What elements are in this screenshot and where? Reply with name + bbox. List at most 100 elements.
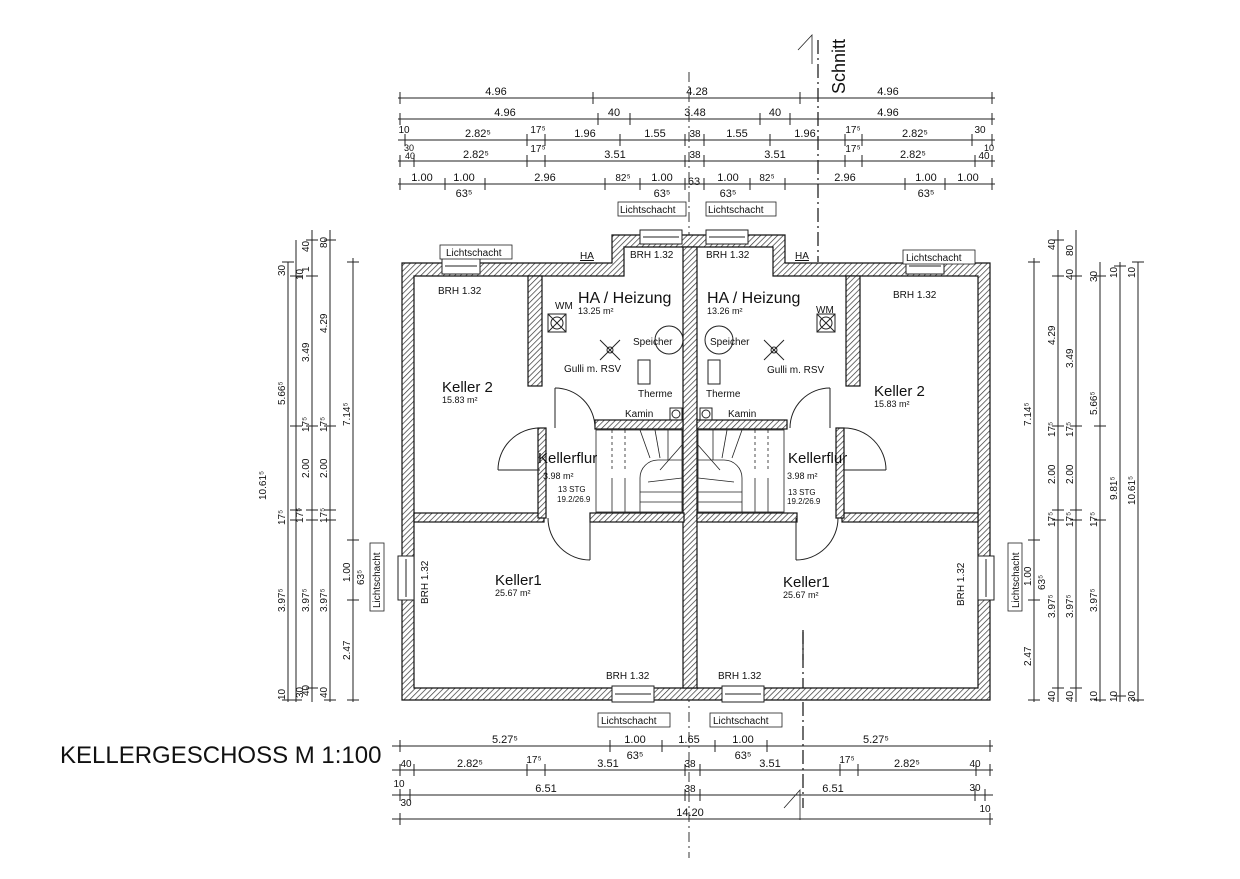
- dim-left-c3-1: 40: [301, 240, 312, 252]
- label-wm-right: WM: [816, 305, 834, 316]
- dim-top-r5-13: 1.00: [915, 172, 936, 184]
- label-ha-left: HA: [580, 251, 594, 262]
- dim-right-c3-7: 40: [1065, 690, 1076, 702]
- dim-top-r4-3: 2.82⁵: [463, 149, 489, 161]
- dim-left-c1-2: 5.66⁵: [277, 381, 288, 405]
- dim-right-c1-1: 7.14⁵: [1023, 402, 1034, 426]
- dim-top-r5-14: 63⁵: [918, 188, 935, 200]
- room-keller1-right-name: Keller1: [783, 574, 830, 591]
- dim-top-r2-3: 3.48: [684, 107, 705, 119]
- dim-bot-r2-1: 40: [400, 759, 412, 770]
- dim-top-r4-9: 2.82⁵: [900, 149, 926, 161]
- dim-bot-r1-6: 63⁵: [735, 750, 752, 762]
- dim-bot-r1-7: 5.27⁵: [863, 734, 889, 746]
- dim-left-c5-2: 1.00: [342, 562, 353, 582]
- room-keller2-left-area: 15.83 m²: [442, 395, 478, 405]
- dim-left-c3-8: 17⁵: [295, 508, 306, 523]
- label-therme-right: Therme: [706, 389, 741, 400]
- room-kellerflur-left-area: 3.98 m²: [543, 471, 574, 481]
- room-kellerflur-right-area: 3.98 m²: [787, 471, 818, 481]
- dim-top-r4-4: 17⁵: [530, 144, 545, 155]
- room-kellerflur-left-stg2: 19.2/26.9: [557, 495, 591, 504]
- label-brh-6: BRH 1.32: [956, 562, 967, 606]
- label-ha-right: HA: [795, 251, 809, 262]
- dim-top-r5-4: 2.96: [534, 172, 555, 184]
- label-lichtschacht-3: Lichtschacht: [708, 205, 764, 216]
- dim-left-c3-9: 3.97⁵: [301, 588, 312, 612]
- dim-top-r4-2: 40: [405, 151, 415, 161]
- dim-left-c1-1: 30: [277, 264, 288, 276]
- dim-left-c1-3: 17⁵: [277, 510, 288, 525]
- label-brh-7: BRH 1.32: [606, 671, 650, 682]
- dim-bot-r2-7: 17⁵: [839, 755, 854, 766]
- dim-bot-r2-4: 3.51: [597, 758, 618, 770]
- dim-left-c5-3: 63⁵: [356, 570, 367, 585]
- dim-top-r5-5: 82⁵: [615, 173, 630, 184]
- dim-right-c4-3: 17⁵: [1089, 512, 1100, 527]
- dim-top-r2-5: 4.96: [877, 107, 898, 119]
- dim-right-c2-6: 17⁵: [1047, 512, 1058, 527]
- dim-top-r4-7: 3.51: [764, 149, 785, 161]
- label-gulli-right: Gulli m. RSV: [767, 365, 825, 376]
- dim-right-c1-3: 63⁵: [1037, 575, 1048, 590]
- dim-top-r4-10: 40: [978, 151, 990, 162]
- dim-right-c1-2: 1.00: [1023, 566, 1034, 586]
- dim-right-c2-3: 4.29: [1047, 325, 1058, 345]
- dim-top-r1-3: 4.96: [877, 86, 898, 98]
- dim-right-c4-2: 5.66⁵: [1089, 391, 1100, 415]
- dim-top-r5-10: 63⁵: [720, 188, 737, 200]
- room-heizung-right-name: HA / Heizung: [707, 290, 800, 307]
- dim-left-c4-3: 2.00: [319, 458, 330, 478]
- label-kamin-left: Kamin: [625, 409, 653, 420]
- dim-bot-r2-9: 40: [969, 759, 981, 770]
- dim-top-r5-11: 82⁵: [759, 173, 774, 184]
- dim-left-c2-1: 10.61⁵: [258, 471, 269, 500]
- right-dimensions: 7.14⁵ 1.00 63⁵ 2.47 40 80 4.29 17⁵ 2.00 …: [1023, 230, 1144, 702]
- dim-top-r5-6: 1.00: [651, 172, 672, 184]
- dim-top-r3-10: 2.82⁵: [902, 128, 928, 140]
- dim-top-r3-3: 17⁵: [530, 125, 545, 136]
- dim-bot-r3-2: 30: [400, 798, 412, 809]
- dim-top-r3-1: 10: [398, 125, 410, 136]
- label-brh-2: BRH 1.32: [630, 250, 674, 261]
- dim-top-r5-3: 63⁵: [456, 188, 473, 200]
- dim-right-c4-4: 3.97⁵: [1089, 588, 1100, 612]
- dim-bot-r3-5: 6.51: [822, 783, 843, 795]
- dim-bot-r2-8: 2.82⁵: [894, 758, 920, 770]
- dim-right-c2-8: 40: [1047, 690, 1058, 702]
- drawing-title: KELLERGESCHOSS M 1:100: [60, 742, 381, 769]
- room-keller1-left-name: Keller1: [495, 572, 542, 589]
- dim-right-c3-4: 2.00: [1065, 464, 1076, 484]
- dim-top-r3-8: 1.96: [794, 128, 815, 140]
- dim-bot-r3-7: 10: [979, 804, 991, 815]
- dim-top-r5-2: 1.00: [453, 172, 474, 184]
- label-lichtschacht-7: Lichtschacht: [601, 716, 657, 727]
- label-brh-5: BRH 1.32: [420, 560, 431, 604]
- dim-left-c4-2: 17⁵: [319, 417, 330, 432]
- dim-right-c2-1: 40: [1047, 238, 1058, 250]
- stairs: [595, 429, 785, 513]
- dim-left-c3-3: 1: [301, 266, 312, 272]
- dim-bot-r2-5: 38: [684, 759, 696, 770]
- outer-walls: [401, 234, 991, 701]
- dim-right-c5-3: 10: [1109, 690, 1120, 702]
- label-wm-left: WM: [555, 301, 573, 312]
- annotation-labels: Lichtschacht Lichtschacht Lichtschacht L…: [372, 205, 1022, 727]
- dim-right-c3-6: 3.97⁵: [1065, 594, 1076, 618]
- dim-bot-r3-6: 30: [969, 783, 981, 794]
- room-kellerflur-right-name: Kellerflur: [788, 450, 847, 467]
- dim-left-c5-4: 2.47: [342, 640, 353, 660]
- label-speicher-right: Speicher: [710, 337, 750, 348]
- room-keller2-right-name: Keller 2: [874, 383, 925, 400]
- dim-top-r5-15: 1.00: [957, 172, 978, 184]
- dim-right-c1-4: 2.47: [1023, 646, 1034, 666]
- dim-right-c3-2: 3.49: [1065, 348, 1076, 368]
- dim-bot-r1-5: 1.00: [732, 734, 753, 746]
- dim-right-c4-1: 30: [1089, 270, 1100, 282]
- dim-top-r5-8: 63: [688, 176, 700, 188]
- dim-right-c6-2: 10.61⁵: [1127, 476, 1138, 505]
- label-lichtschacht-1: Lichtschacht: [446, 248, 502, 259]
- room-kellerflur-left-stg: 13 STG: [558, 485, 586, 494]
- room-kellerflur-right-stg: 13 STG: [788, 488, 816, 497]
